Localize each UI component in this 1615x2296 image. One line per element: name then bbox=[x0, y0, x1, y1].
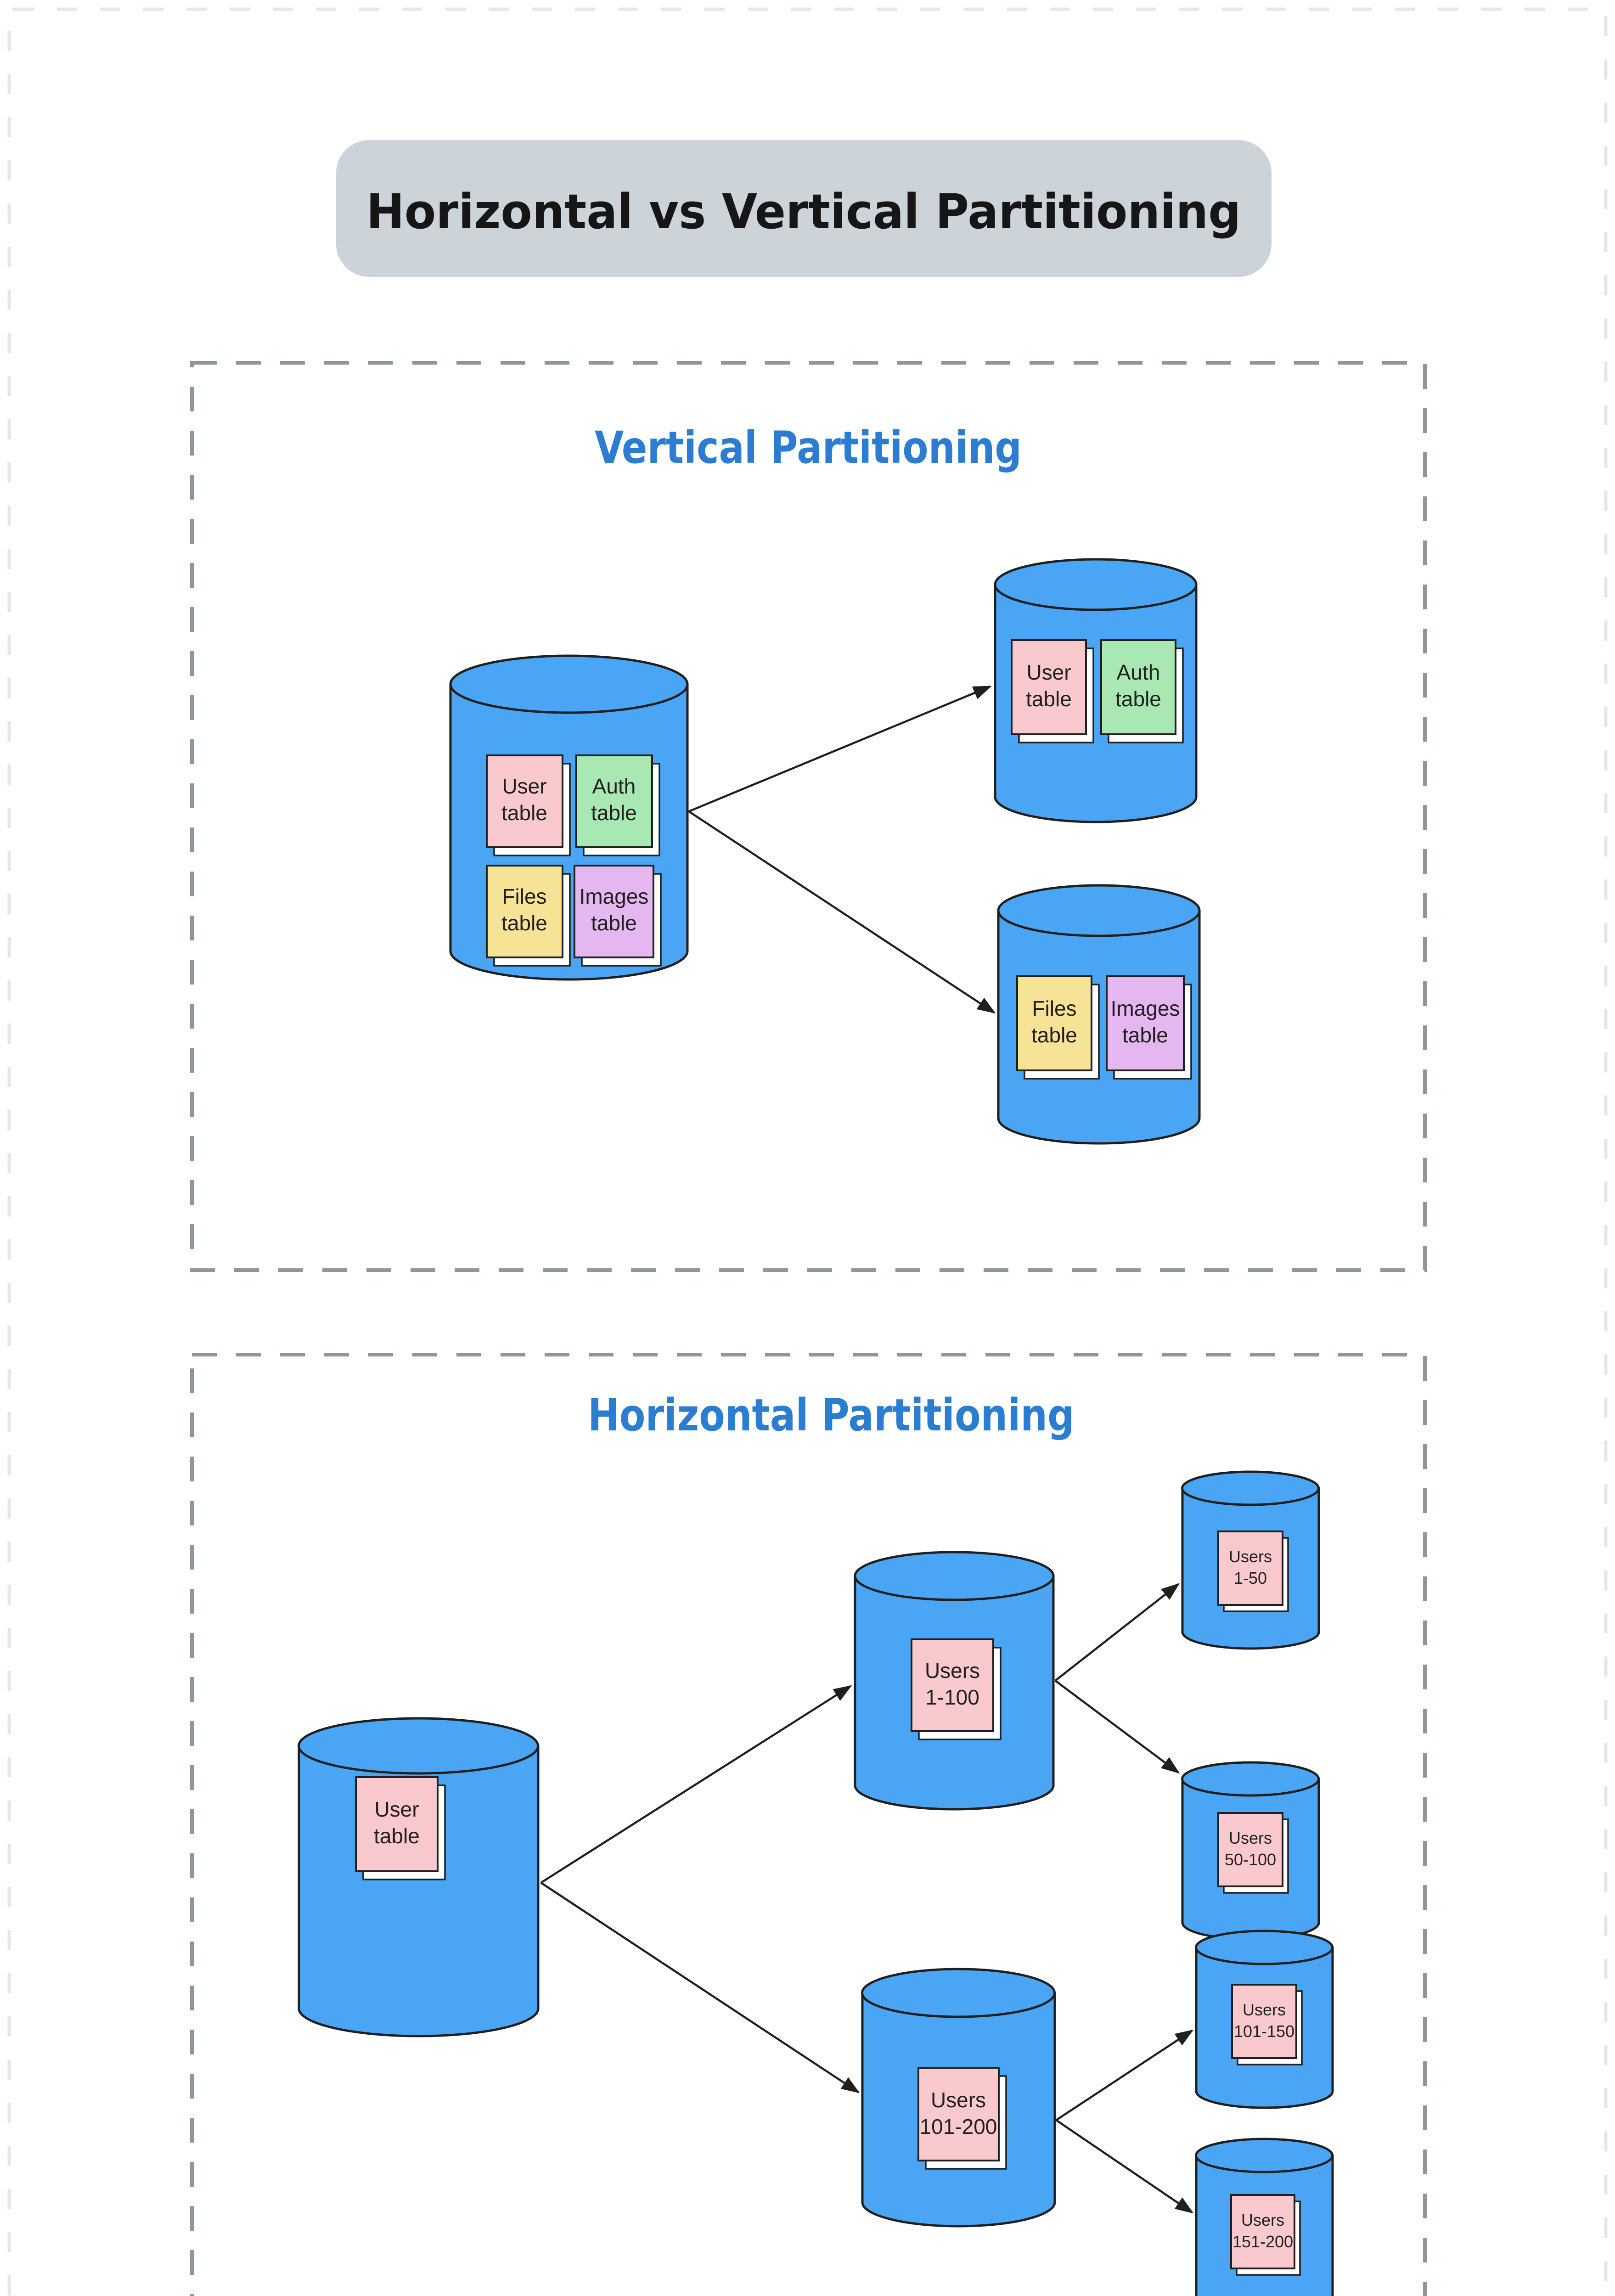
database-cylinder-partition-files-images: Files table Images table bbox=[997, 884, 1201, 1145]
vertical-section-heading: Vertical Partitioning bbox=[595, 422, 1022, 473]
database-cylinder-shard-users-101-200: Users 101-200 bbox=[861, 1968, 1056, 2228]
card-label-line1: Users bbox=[931, 2088, 986, 2112]
card-label-line2: table bbox=[591, 911, 637, 935]
card-label-line2: table bbox=[1026, 687, 1072, 711]
database-cylinder-source-vertical: User table Auth table Files table I bbox=[449, 654, 689, 981]
card-label-line2: 50-100 bbox=[1225, 1850, 1276, 1869]
cylinder-top bbox=[1195, 1930, 1334, 1965]
arrow-to-user-auth-partition bbox=[688, 685, 992, 813]
card-label-line1: Files bbox=[502, 884, 546, 908]
card-label-line1: Users bbox=[1229, 1547, 1272, 1566]
card-label-line1: User bbox=[1026, 660, 1071, 684]
card-face bbox=[574, 865, 654, 958]
card-label-line2: 101-150 bbox=[1234, 2022, 1294, 2041]
table-card-auth: Auth table bbox=[575, 754, 660, 856]
page-title: Horizontal vs Vertical Partitioning bbox=[366, 184, 1241, 240]
table-card-auth: Auth table bbox=[1100, 639, 1184, 743]
database-cylinder-source-horizontal: User table bbox=[298, 1717, 540, 2037]
arrow-to-files-images-partition bbox=[688, 810, 996, 1014]
arrow-to-shard-50-100 bbox=[1054, 1680, 1180, 1774]
table-card-user: User table bbox=[1011, 639, 1094, 743]
card-face bbox=[1217, 1531, 1283, 1606]
table-card-user-full: User table bbox=[355, 1776, 446, 1880]
card-face bbox=[911, 1638, 994, 1732]
card-face bbox=[486, 754, 563, 848]
cylinder-top bbox=[861, 1968, 1056, 2018]
title-pill-background bbox=[336, 140, 1272, 277]
card-face bbox=[1100, 639, 1176, 735]
card-label-line1: Auth bbox=[592, 774, 636, 798]
shard-card-users-50-100: Users 50-100 bbox=[1217, 1812, 1289, 1894]
page-dashed-border bbox=[7, 7, 1608, 2296]
card-face bbox=[575, 754, 653, 848]
database-cylinder-shard-users-101-150: Users 101-150 bbox=[1195, 1930, 1334, 2109]
cylinder-top bbox=[1181, 1470, 1320, 1506]
section-horizontal-partitioning: Horizontal Partitioning User table Users bbox=[190, 1353, 1427, 2296]
cylinder-top bbox=[1181, 1761, 1320, 1797]
card-label-line1: Users bbox=[1243, 2000, 1286, 2019]
card-face bbox=[486, 865, 563, 958]
database-cylinder-shard-users-1-50: Users 1-50 bbox=[1181, 1470, 1320, 1650]
card-label-line1: Images bbox=[1111, 996, 1180, 1020]
shard-card-users-101-200: Users 101-200 bbox=[917, 2067, 1007, 2170]
cylinder-top bbox=[449, 654, 689, 714]
card-face bbox=[1106, 975, 1185, 1071]
card-label-line1: User bbox=[502, 774, 546, 798]
card-label-line1: User bbox=[374, 1797, 419, 1821]
card-label-line2: table bbox=[1115, 687, 1161, 711]
table-card-images: Images table bbox=[574, 865, 662, 967]
card-label-line2: 1-50 bbox=[1234, 1569, 1267, 1587]
card-label-line2: 151-200 bbox=[1232, 2232, 1293, 2251]
card-label-line2: 1-100 bbox=[925, 1685, 979, 1709]
card-label-line2: table bbox=[501, 911, 547, 935]
arrow-to-shard-151-200 bbox=[1055, 2119, 1194, 2214]
card-label-line1: Auth bbox=[1117, 660, 1160, 684]
database-cylinder-shard-users-1-100: Users 1-100 bbox=[854, 1551, 1055, 1811]
shard-card-users-1-50: Users 1-50 bbox=[1217, 1531, 1289, 1612]
arrow-to-shard-1-50 bbox=[1054, 1583, 1180, 1682]
card-label-line2: table bbox=[501, 801, 547, 825]
card-face bbox=[355, 1776, 439, 1872]
arrow-to-shard-1-100 bbox=[540, 1685, 852, 1884]
card-face bbox=[1230, 2194, 1295, 2269]
table-card-files: Files table bbox=[1016, 975, 1100, 1080]
horizontal-section-dashed-border bbox=[190, 1353, 1427, 2296]
database-cylinder-shard-users-151-200: Users 151-200 bbox=[1195, 2138, 1334, 2296]
shard-card-users-1-100: Users 1-100 bbox=[911, 1638, 1002, 1740]
table-card-images: Images table bbox=[1106, 975, 1192, 1080]
database-cylinder-partition-user-auth: User table Auth table bbox=[994, 558, 1198, 823]
card-face bbox=[917, 2067, 1000, 2161]
table-card-files: Files table bbox=[486, 865, 571, 967]
card-label-line1: Users bbox=[1229, 1829, 1272, 1847]
card-label-line1: Users bbox=[925, 1659, 980, 1683]
card-label-line1: Images bbox=[580, 884, 649, 908]
database-cylinder-shard-users-50-100: Users 50-100 bbox=[1181, 1761, 1320, 1941]
title-banner: Horizontal vs Vertical Partitioning bbox=[336, 140, 1272, 277]
arrow-to-shard-101-200 bbox=[540, 1882, 860, 2093]
card-face bbox=[1217, 1812, 1283, 1887]
vertical-section-dashed-border bbox=[190, 361, 1427, 1272]
arrow-to-shard-101-150 bbox=[1055, 2029, 1194, 2121]
card-label-line2: table bbox=[1031, 1023, 1077, 1047]
horizontal-section-heading: Horizontal Partitioning bbox=[588, 1390, 1075, 1441]
shard-card-users-101-150: Users 101-150 bbox=[1231, 1984, 1303, 2065]
card-label-line2: table bbox=[591, 801, 637, 825]
card-label-line1: Users bbox=[1241, 2211, 1284, 2229]
cylinder-top bbox=[997, 884, 1201, 937]
card-label-line2: 101-200 bbox=[920, 2115, 997, 2138]
card-face bbox=[1231, 1984, 1297, 2059]
card-label-line2: table bbox=[374, 1824, 420, 1848]
cylinder-top bbox=[1195, 2138, 1334, 2173]
cylinder-top bbox=[994, 558, 1198, 611]
card-label-line1: Files bbox=[1032, 996, 1076, 1020]
table-card-user: User table bbox=[486, 754, 571, 856]
card-face bbox=[1011, 639, 1087, 735]
card-label-line2: table bbox=[1122, 1023, 1168, 1047]
cylinder-top bbox=[298, 1717, 539, 1775]
cylinder-top bbox=[854, 1551, 1055, 1601]
shard-card-users-151-200: Users 151-200 bbox=[1230, 2194, 1301, 2276]
card-face bbox=[1016, 975, 1092, 1071]
section-vertical-partitioning: Vertical Partitioning User table Auth ta… bbox=[190, 361, 1427, 1272]
